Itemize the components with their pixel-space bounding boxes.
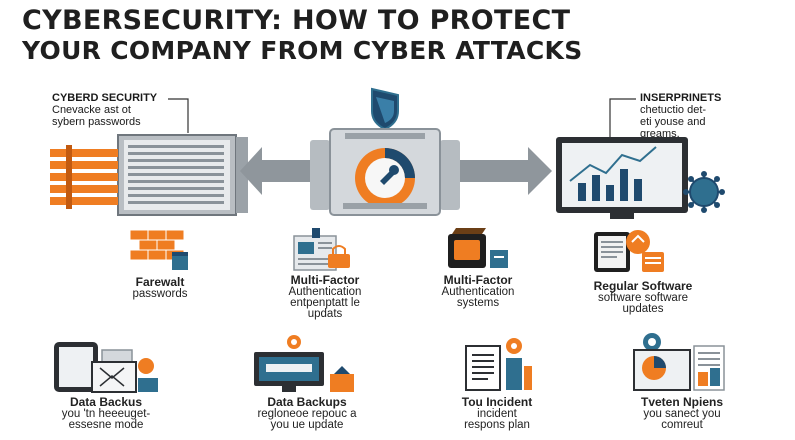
- feature-title: Tveten Npiens: [640, 395, 724, 409]
- feature-title: Data Backups: [267, 395, 347, 409]
- feature-line: updats: [307, 308, 343, 320]
- feature-line: Authentication: [441, 286, 515, 298]
- central-server-icon: [310, 128, 460, 216]
- incident-plan-icon: [465, 338, 532, 391]
- feature-card-firewall: Farewalt passwords: [100, 276, 220, 300]
- feature-card-mfa-1: Multi-Factor Authentication entpenptatt …: [255, 274, 395, 320]
- gear-wrench-icon: [380, 165, 399, 185]
- feature-line: you sanect you: [643, 408, 721, 420]
- feature-title: Multi-Factor: [290, 273, 360, 287]
- right-callout-heading: INSERPRINETS: [640, 92, 722, 104]
- feature-title: Regular Software: [593, 279, 693, 293]
- feature-line: incident: [477, 408, 517, 420]
- brick-wall-icon: [129, 229, 188, 270]
- feature-card-software: Regular Software software software updat…: [568, 280, 718, 315]
- feature-line: entpenptatt le: [290, 297, 360, 309]
- top-illustration: [50, 87, 725, 219]
- feature-title: Data Backus: [69, 395, 143, 409]
- tablet-backup-icon: [54, 342, 158, 393]
- feature-line: systems: [456, 297, 500, 309]
- left-callout-leader: [168, 98, 189, 133]
- feature-line: regloneoe repouc a: [257, 408, 357, 420]
- feature-line: passwords: [132, 288, 188, 300]
- update-doc-icon: [594, 230, 664, 272]
- feature-card-data-backups: Data Backups regloneoe repouc a you ue u…: [232, 396, 382, 431]
- right-callout-leader: [609, 98, 636, 137]
- shield-icon: [371, 87, 399, 131]
- virus-icon: [683, 171, 725, 213]
- feature-title: Tou Incident: [461, 395, 533, 409]
- right-callout-line: chetuctio det-: [640, 104, 707, 116]
- feature-line: Authentication: [288, 286, 362, 298]
- training-charts-icon: [633, 333, 725, 391]
- feature-line: updates: [622, 303, 664, 315]
- left-callout-line: sybern passwords: [52, 116, 141, 128]
- monitor-chart-icon: [556, 137, 688, 219]
- feature-line: you ue update: [270, 419, 344, 431]
- locked-box-icon: [448, 228, 508, 268]
- title-line-2: YOUR COMPANY FROM CYBER ATTACKS: [22, 36, 583, 65]
- feature-card-training: Tveten Npiens you sanect you comreut: [612, 396, 752, 431]
- feature-card-data-backus: Data Backus you 'tn heeeuget- essesne mo…: [36, 396, 176, 431]
- left-callout-line: Cnevacke ast ot: [52, 104, 131, 116]
- feature-card-incident: Tou Incident incident respons plan: [432, 396, 562, 431]
- document-lock-icon: [293, 228, 350, 271]
- left-callout: CYBERD SECURITY Cnevacke ast ot sybern p…: [52, 92, 157, 128]
- feature-line: you 'tn heeeuget-: [61, 408, 151, 420]
- feature-title: Multi-Factor: [443, 273, 513, 287]
- feature-card-mfa-2: Multi-Factor Authentication systems: [408, 274, 548, 309]
- backup-monitor-icon: [254, 335, 354, 392]
- title-line-1: CYBERSECURITY: HOW TO PROTECT: [22, 5, 571, 36]
- right-arrow-icon: [460, 147, 552, 195]
- feature-line: respons plan: [464, 419, 530, 431]
- left-callout-heading: CYBERD SECURITY: [52, 92, 158, 104]
- feature-line: comreut: [661, 419, 703, 431]
- firewall-server-icon: [50, 134, 248, 216]
- left-arrow-icon: [240, 147, 312, 195]
- feature-line: software software: [597, 292, 689, 304]
- feature-line: essesne mode: [68, 419, 144, 431]
- right-callout-line: eti youse and: [640, 116, 706, 128]
- page-title: CYBERSECURITY: HOW TO PROTECT YOUR COMPA…: [22, 6, 782, 66]
- feature-title: Farewalt: [135, 275, 185, 289]
